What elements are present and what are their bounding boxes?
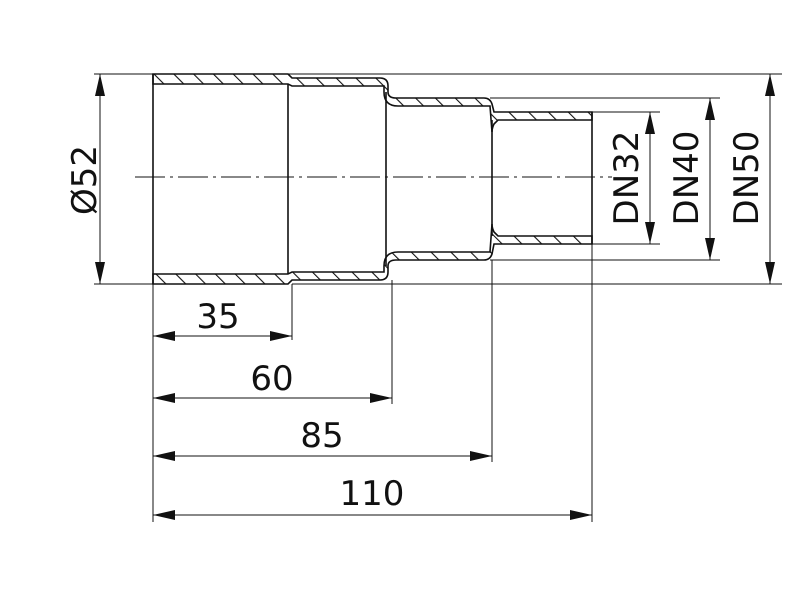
length-85-label: 85 [300, 416, 343, 456]
dn50-dimension: DN50 [727, 74, 775, 284]
length-35-label: 35 [196, 297, 239, 337]
dn32-label: DN32 [607, 131, 647, 226]
extension-lines [94, 73, 782, 522]
length-110-label: 110 [340, 474, 405, 514]
diameter-label: Ø52 [65, 145, 105, 215]
pipe-wall-bottom [152, 223, 593, 285]
pipe-wall-top [152, 73, 593, 133]
length-85-dimension: 85 [153, 416, 492, 461]
pipe-body-outline [152, 74, 593, 284]
dn32-dimension: DN32 [607, 112, 655, 244]
length-110-dimension: 110 [153, 474, 592, 520]
dn40-dimension: DN40 [667, 98, 715, 260]
dn50-label: DN50 [727, 131, 767, 226]
length-35-dimension: 35 [153, 297, 292, 341]
length-60-dimension: 60 [153, 359, 392, 403]
length-60-label: 60 [250, 359, 293, 399]
diameter-dimension: Ø52 [65, 74, 105, 284]
dn40-label: DN40 [667, 131, 707, 226]
